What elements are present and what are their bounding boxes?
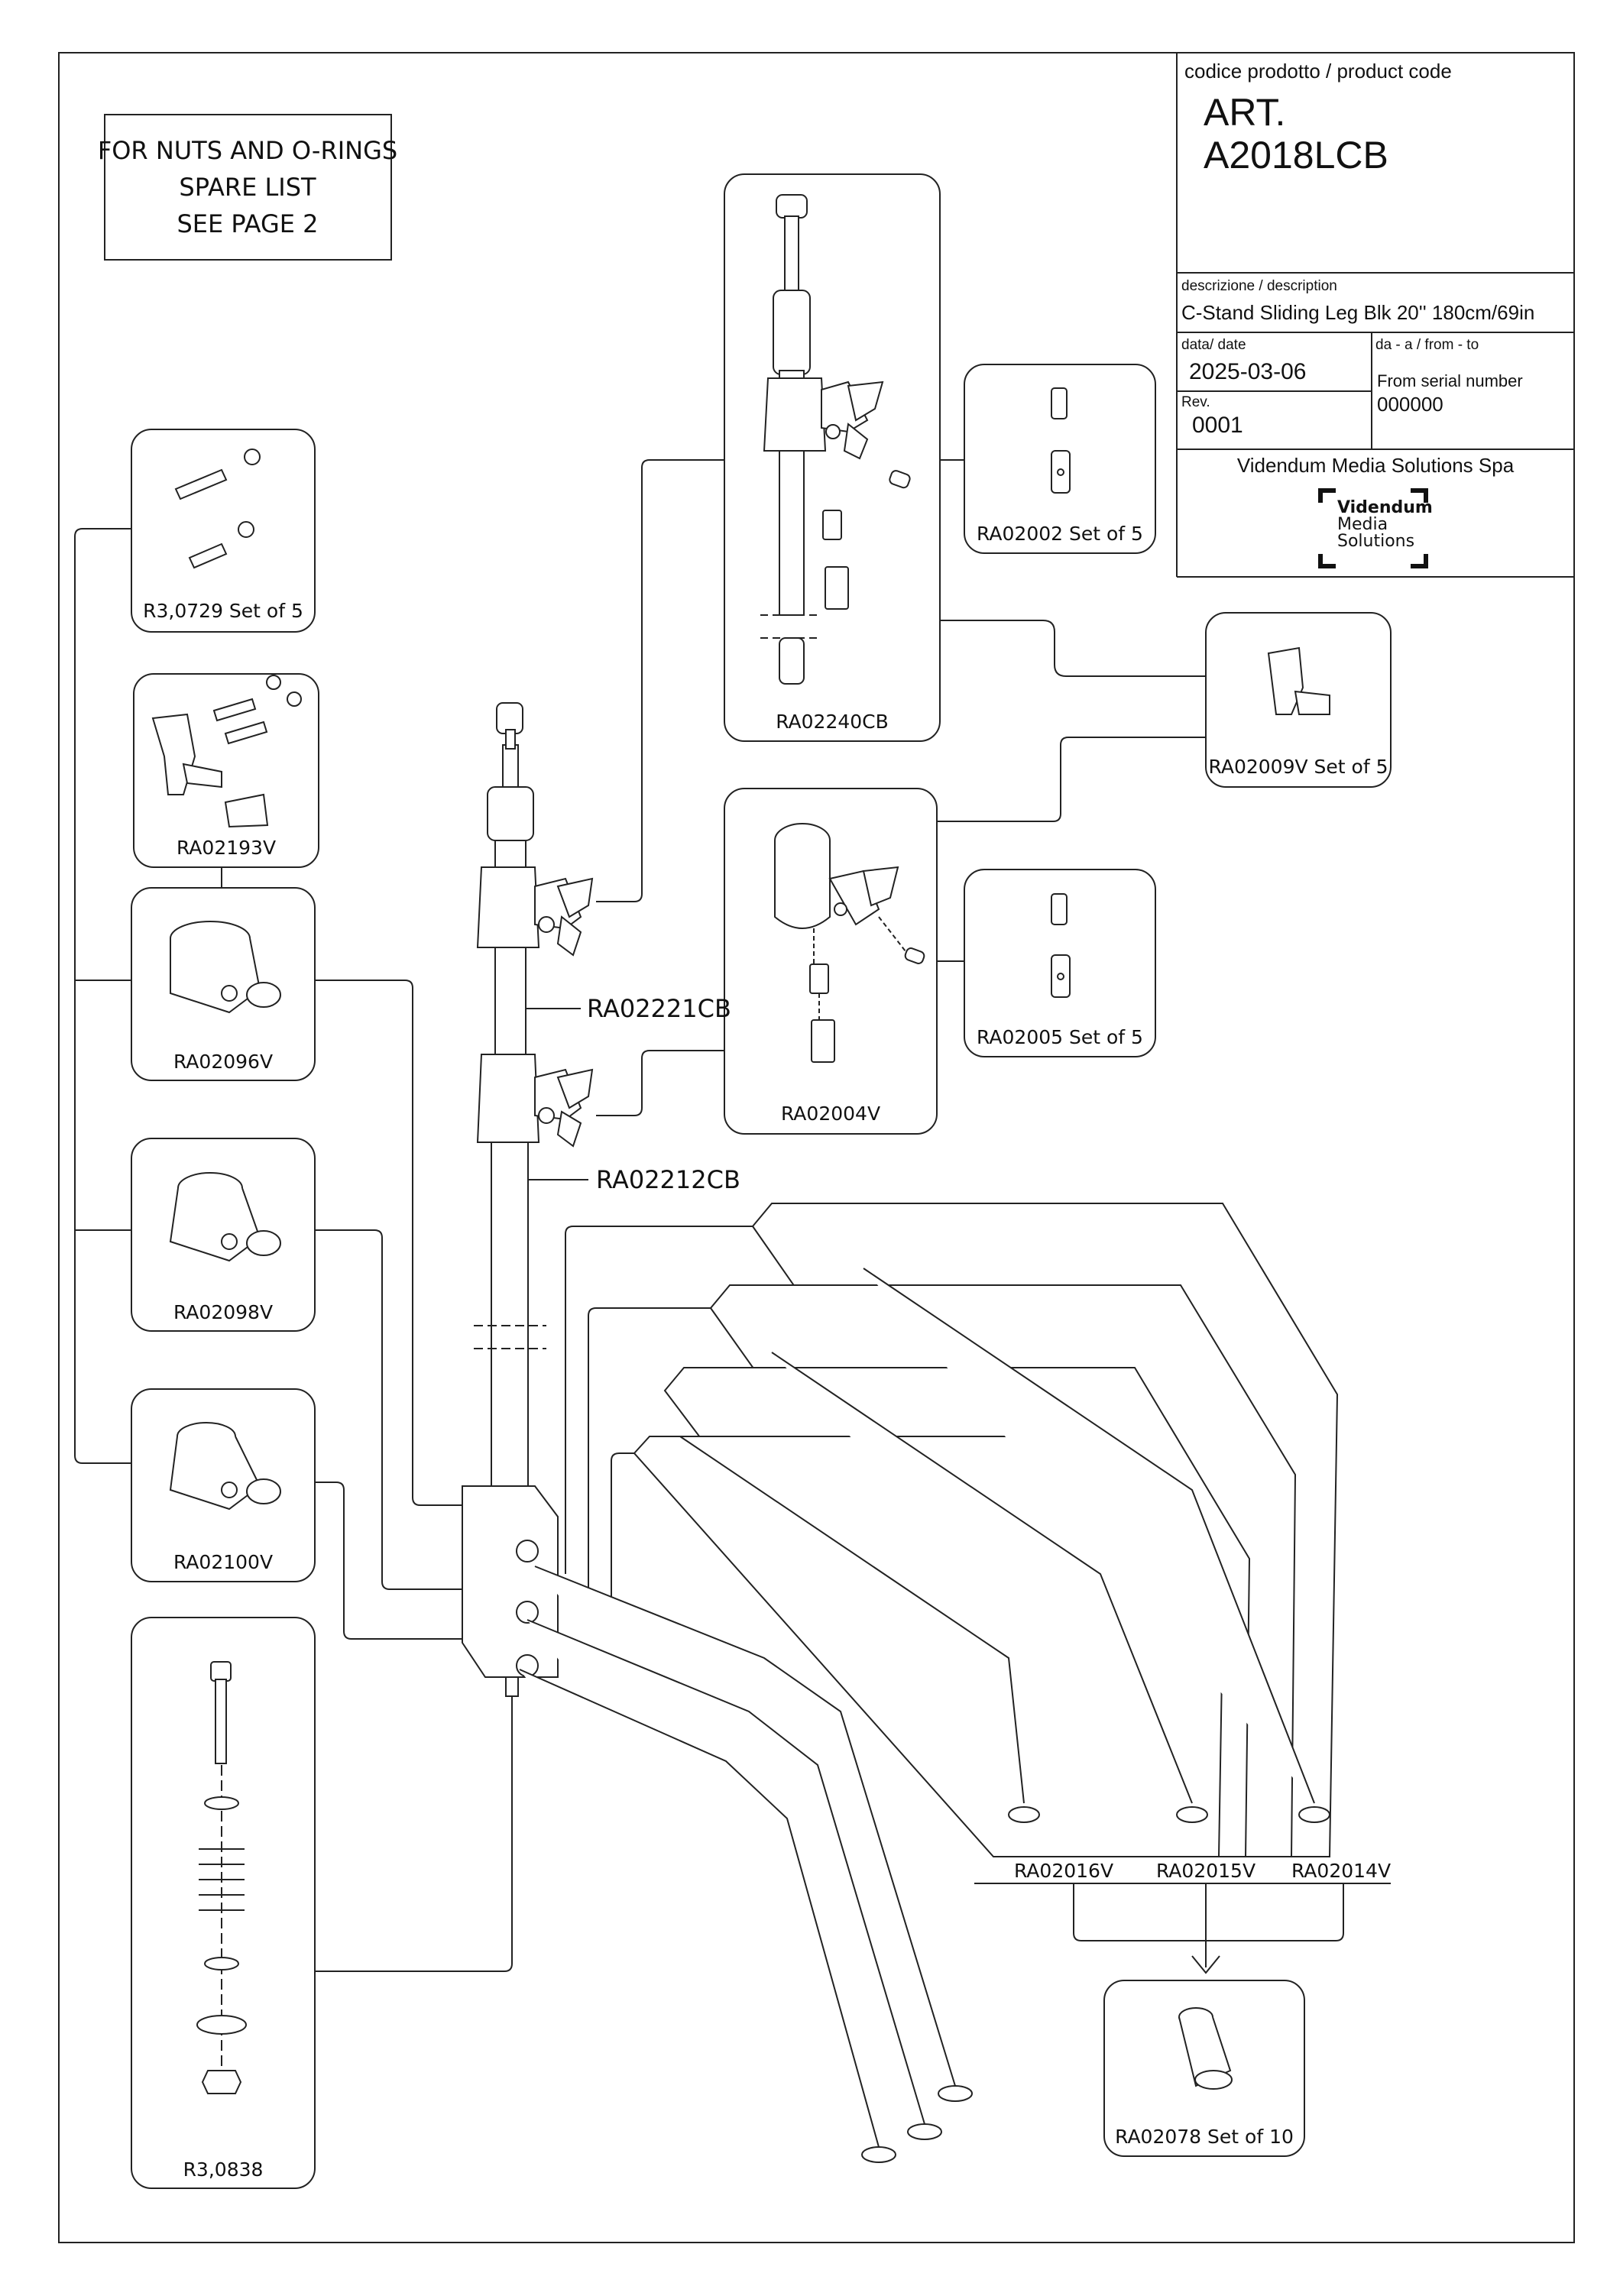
company-name: Videndum Media Solutions Spa bbox=[1236, 454, 1515, 477]
desc-caption: descrizione / description bbox=[1181, 278, 1337, 294]
rev-caption: Rev. bbox=[1181, 394, 1210, 410]
label-ra02240cb: RA02240CB bbox=[776, 711, 889, 733]
date-caption: data/ date bbox=[1181, 337, 1246, 353]
label-ra02100v: RA02100V bbox=[173, 1551, 273, 1573]
ra02240cb-parts bbox=[760, 194, 911, 685]
logo-brackets bbox=[1318, 488, 1428, 568]
label-ra02004v: RA02004V bbox=[781, 1103, 880, 1125]
r3-0729-parts bbox=[174, 449, 261, 569]
art-prefix: ART. bbox=[1204, 91, 1286, 134]
label-ra02005: RA02005 Set of 5 bbox=[977, 1026, 1143, 1048]
label-r3-0838: R3,0838 bbox=[183, 2158, 264, 2181]
legs bbox=[519, 1203, 1339, 2148]
logo-line-1: Videndum bbox=[1337, 498, 1433, 517]
callout-frames bbox=[131, 173, 1392, 2189]
ra02100v-part bbox=[169, 1422, 281, 1511]
ra02002-parts bbox=[1051, 387, 1071, 494]
label-ra02098v: RA02098V bbox=[173, 1301, 273, 1323]
box-ra02100v bbox=[131, 1388, 316, 1582]
description: C-Stand Sliding Leg Blk 20'' 180cm/69in bbox=[1181, 301, 1535, 324]
label-r3-0729: R3,0729 Set of 5 bbox=[143, 600, 303, 622]
box-ra02078 bbox=[1103, 1980, 1305, 2157]
box-ra02240cb bbox=[724, 173, 941, 742]
box-ra02009v bbox=[1205, 612, 1392, 788]
sheet-frame bbox=[58, 52, 1575, 2243]
ra02004v-parts bbox=[774, 823, 925, 1063]
center-column bbox=[462, 702, 594, 1697]
label-ra02221cb: RA02221CB bbox=[587, 994, 731, 1023]
box-ra02193v bbox=[133, 673, 319, 868]
label-ra02016v: RA02016V bbox=[1014, 1860, 1113, 1882]
logo-line-2: Media bbox=[1337, 515, 1388, 534]
box-r3-0838 bbox=[131, 1617, 316, 2189]
ra02078-part bbox=[1178, 2007, 1233, 2090]
label-ra02193v: RA02193V bbox=[177, 837, 276, 859]
code-caption: codice prodotto / product code bbox=[1184, 60, 1452, 83]
label-ra02014v: RA02014V bbox=[1291, 1860, 1391, 1882]
label-ra02212cb: RA02212CB bbox=[596, 1165, 740, 1194]
serial: 000000 bbox=[1377, 393, 1443, 416]
label-ra02002: RA02002 Set of 5 bbox=[977, 523, 1143, 545]
ra02098v-part bbox=[169, 1172, 281, 1262]
label-ra02078: RA02078 Set of 10 bbox=[1115, 2126, 1294, 2148]
box-ra02098v bbox=[131, 1138, 316, 1332]
box-ra02004v bbox=[724, 788, 938, 1135]
leader-lines bbox=[74, 459, 1344, 1974]
logo-line-3: Solutions bbox=[1337, 532, 1414, 551]
from-caption: da - a / from - to bbox=[1375, 337, 1479, 353]
note-box bbox=[104, 114, 392, 261]
note-line-3: SEE PAGE 2 bbox=[177, 209, 318, 238]
r3-0838-parts bbox=[196, 1661, 247, 2094]
rev: 0001 bbox=[1192, 413, 1243, 438]
label-ra02015v: RA02015V bbox=[1156, 1860, 1256, 1882]
ra02005-parts bbox=[1051, 893, 1071, 998]
ra02193v-parts bbox=[151, 675, 302, 828]
box-ra02096v bbox=[131, 887, 316, 1081]
date: 2025-03-06 bbox=[1189, 359, 1307, 384]
ra02096v-part bbox=[170, 921, 281, 1014]
ra02009v-part bbox=[1267, 646, 1330, 715]
label-ra02009v: RA02009V Set of 5 bbox=[1209, 756, 1388, 778]
box-r3-0729 bbox=[131, 429, 316, 633]
note-line-2: SPARE LIST bbox=[179, 173, 316, 202]
label-ra02096v: RA02096V bbox=[173, 1051, 273, 1073]
note-line-1: FOR NUTS AND O-RINGS bbox=[98, 136, 397, 165]
box-ra02002 bbox=[964, 364, 1156, 554]
from-text: From serial number bbox=[1377, 371, 1523, 390]
title-block-frame bbox=[1176, 53, 1574, 578]
box-ra02005 bbox=[964, 869, 1156, 1057]
art-code: A2018LCB bbox=[1204, 134, 1388, 176]
leg-tips bbox=[861, 1806, 1330, 2163]
